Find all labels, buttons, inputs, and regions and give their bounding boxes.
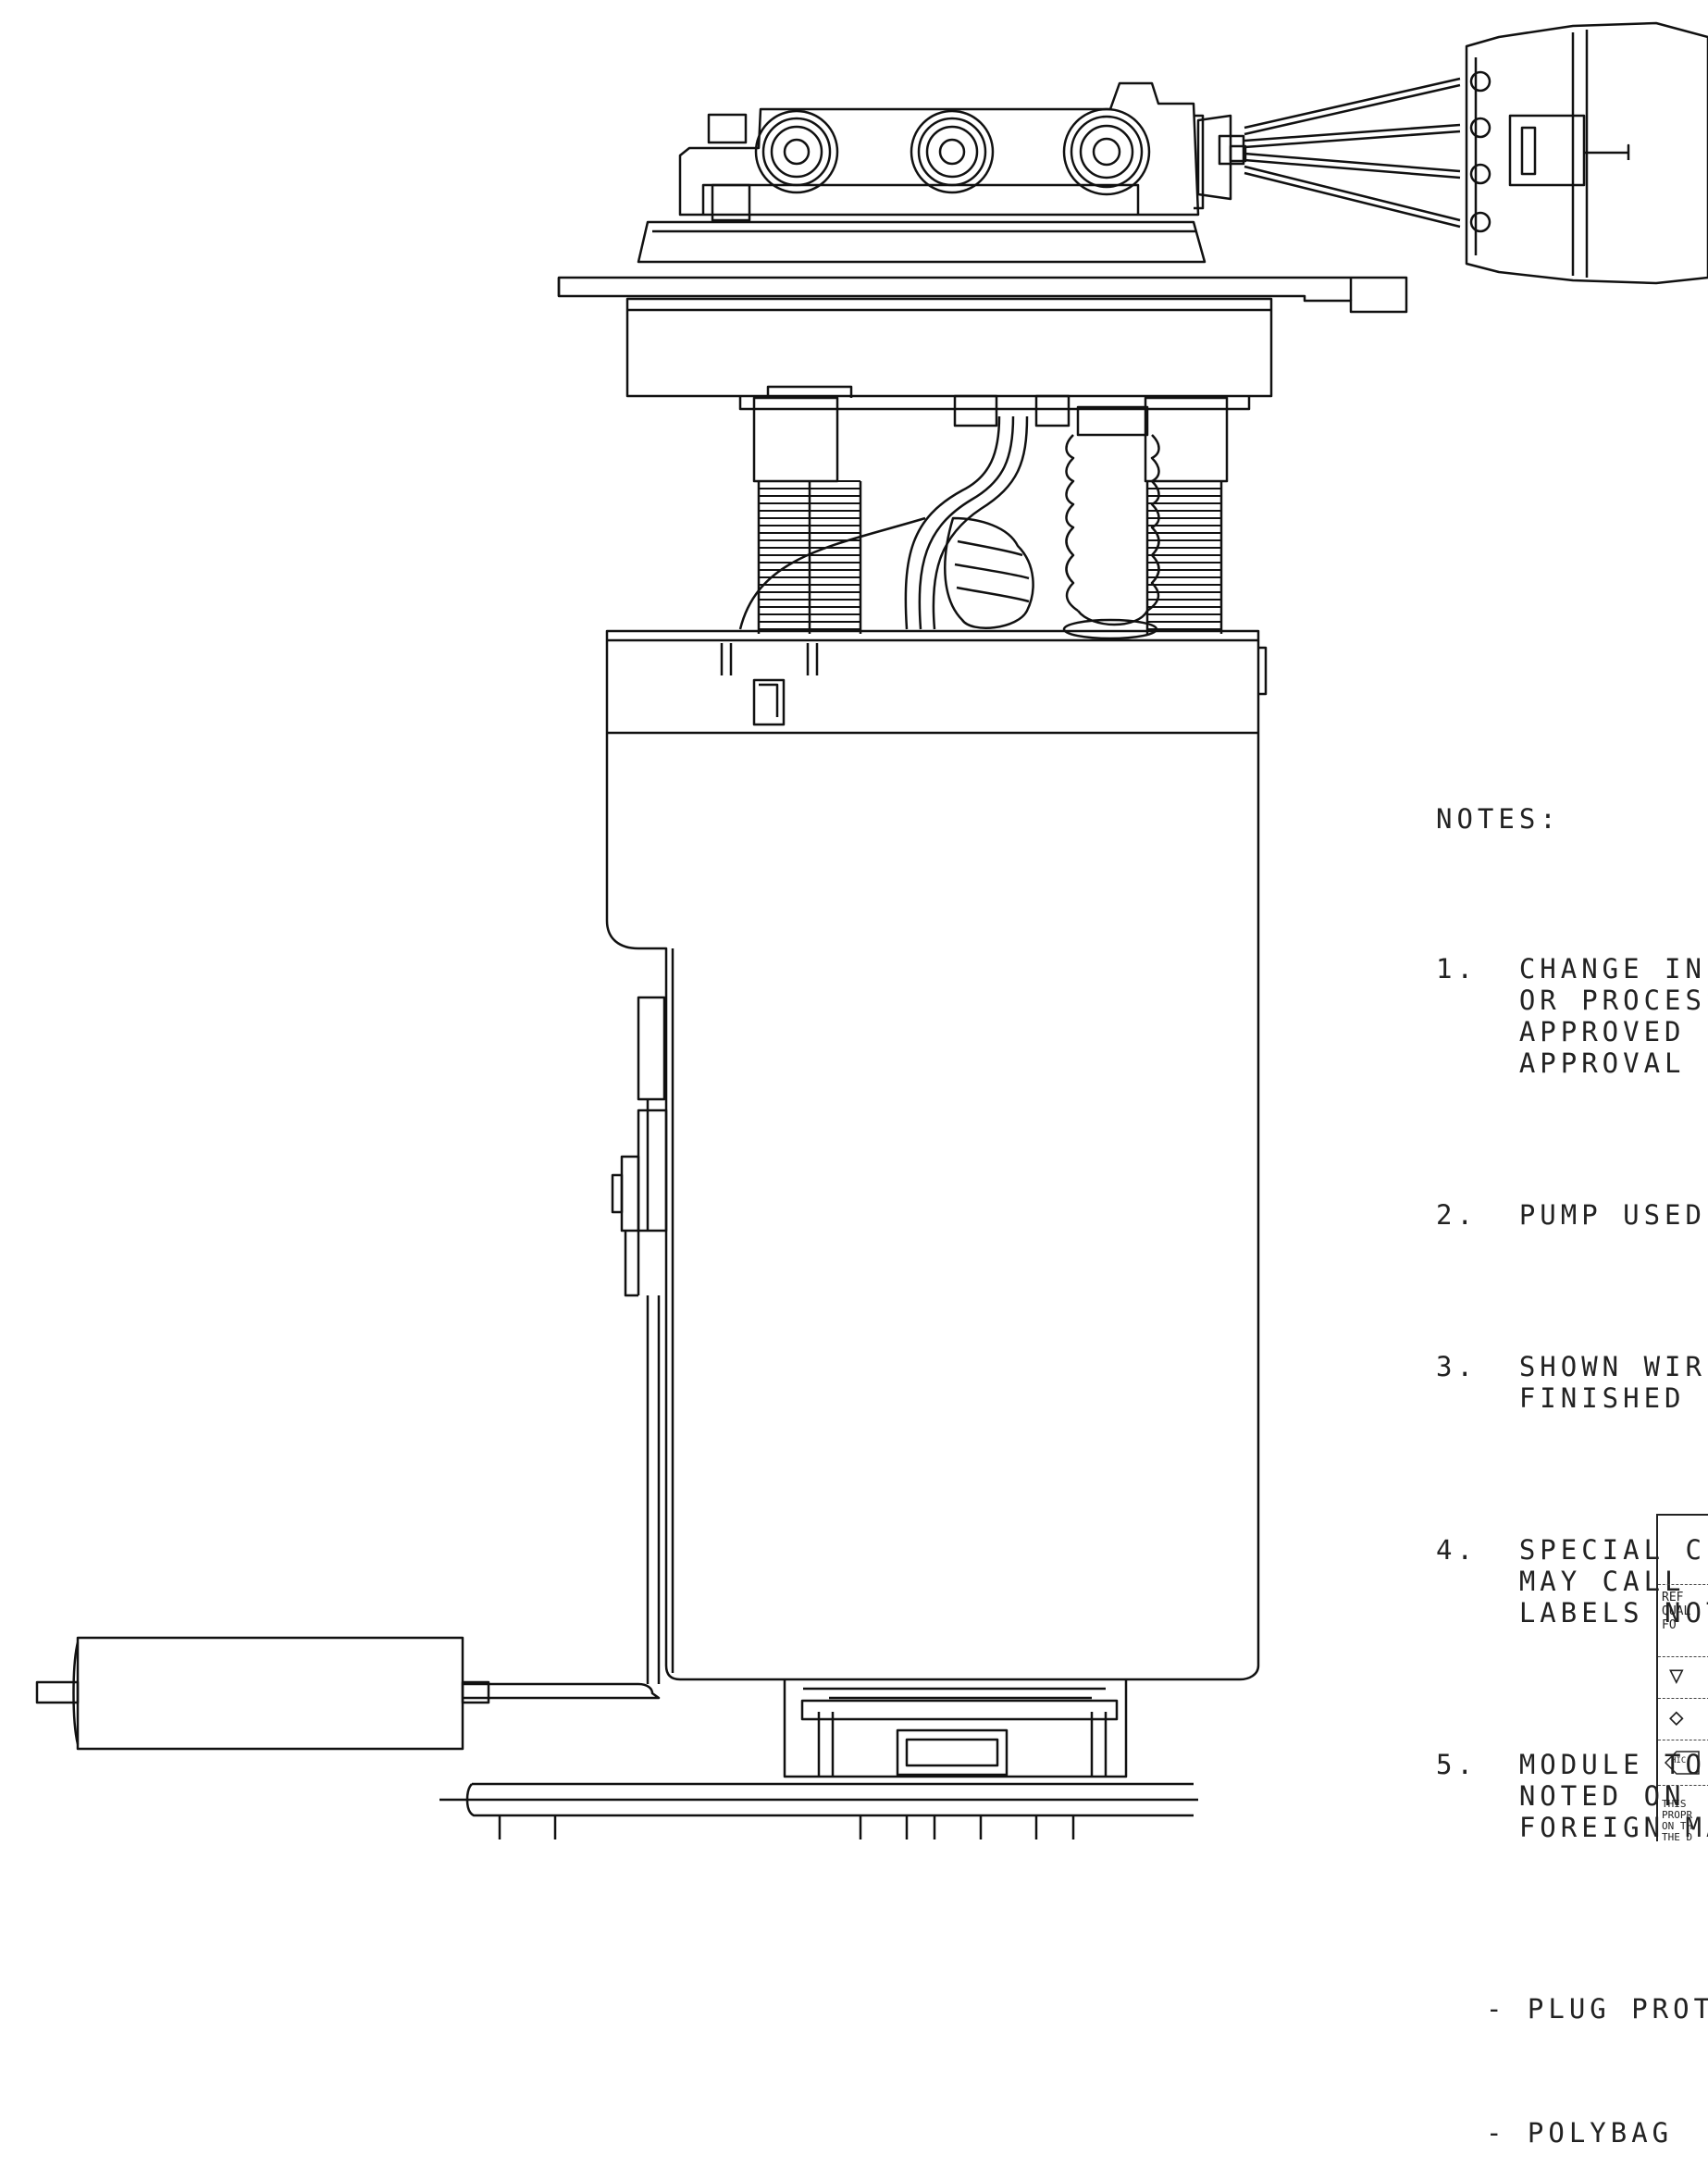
spring-rods-assembly xyxy=(738,385,1229,640)
hic-label: HIC xyxy=(1671,1756,1687,1765)
note-item-5: 5. MODULE TO BE NOTED ON BOM FOREIGN MAT… xyxy=(1436,1749,1708,1843)
note-item-1: 1. CHANGE IN DES OR PROCESSING APPROVED … xyxy=(1436,953,1708,1079)
ref-line: FO xyxy=(1662,1618,1677,1632)
inverted-triangle-symbol: ▽ xyxy=(1658,1657,1708,1699)
port-middle xyxy=(910,109,995,194)
note-line: MODULE TO BE xyxy=(1518,1749,1706,1780)
note-line: APPROVAL BY T xyxy=(1518,1047,1708,1079)
port-right xyxy=(1062,107,1151,196)
note-number: 1. xyxy=(1436,953,1478,985)
note-item-2: 2. PUMP USED: F2 xyxy=(1436,1199,1708,1231)
ref-line: QUAL xyxy=(1662,1604,1691,1618)
note-number: 5. xyxy=(1436,1749,1478,1780)
notes-header: NOTES: xyxy=(1436,803,1561,835)
port-left xyxy=(754,109,839,194)
note-line: SPECIAL CUSTO xyxy=(1518,1534,1708,1566)
notes-block: NOTES: 1. CHANGE IN DES OR PROCESSING AP… xyxy=(1436,740,1708,2180)
footer-line: THIS xyxy=(1662,1798,1687,1810)
title-block-blank-row xyxy=(1658,1516,1708,1585)
level-sender xyxy=(35,996,668,1751)
footer-line: THE D xyxy=(1662,1831,1693,1842)
note-item-3: 3. SHOWN WIRE RO FINISHED PROD xyxy=(1436,1351,1708,1414)
note-line: PUMP USED: F2 xyxy=(1518,1199,1708,1231)
title-block-footer: THIS PROPR ON TH THE D xyxy=(1658,1786,1708,1842)
note-line: LABELS NOT SH xyxy=(1518,1597,1708,1629)
note-subitem-plug: - PLUG PROTEC xyxy=(1486,1993,1708,2025)
note-line: CHANGE IN DES xyxy=(1518,953,1706,985)
hic-diamond-symbol: HIC xyxy=(1658,1740,1708,1786)
title-block-ref-row: REF QUAL FO xyxy=(1658,1585,1708,1657)
footer-line: PROPR xyxy=(1662,1809,1693,1821)
top-cover xyxy=(557,81,1408,411)
title-block: REF QUAL FO ▽ ◇ HIC THIS PROPR ON TH THE… xyxy=(1656,1514,1708,1841)
note-number: 4. xyxy=(1436,1534,1478,1566)
note-number: 3. xyxy=(1436,1351,1478,1382)
note-line: APPROVED FOR xyxy=(1518,1016,1708,1047)
hic-diamond-icon xyxy=(1664,1751,1700,1775)
fuel-pump-module-drawing xyxy=(35,21,1708,1839)
note-line: FINISHED PROD xyxy=(1518,1382,1708,1414)
footer-line: ON TH xyxy=(1662,1820,1693,1832)
note-line: SHOWN WIRE RO xyxy=(1518,1351,1708,1382)
diamond-symbol: ◇ xyxy=(1658,1699,1708,1740)
reservoir-body xyxy=(605,629,1268,1681)
note-item-4: 4. SPECIAL CUSTO MAY CALL FOR LABELS NOT… xyxy=(1436,1534,1708,1629)
bottom-base xyxy=(439,1679,1198,1839)
note-line: OR PROCESSING xyxy=(1518,985,1708,1016)
electrical-connector xyxy=(1196,21,1708,285)
note-line: MAY CALL FOR xyxy=(1518,1566,1708,1597)
note-number: 2. xyxy=(1436,1199,1478,1231)
note-subitem-polybag: - POLYBAG xyxy=(1486,2117,1674,2149)
note-line: FOREIGN MATER xyxy=(1518,1812,1708,1843)
ref-line: REF xyxy=(1662,1591,1684,1604)
